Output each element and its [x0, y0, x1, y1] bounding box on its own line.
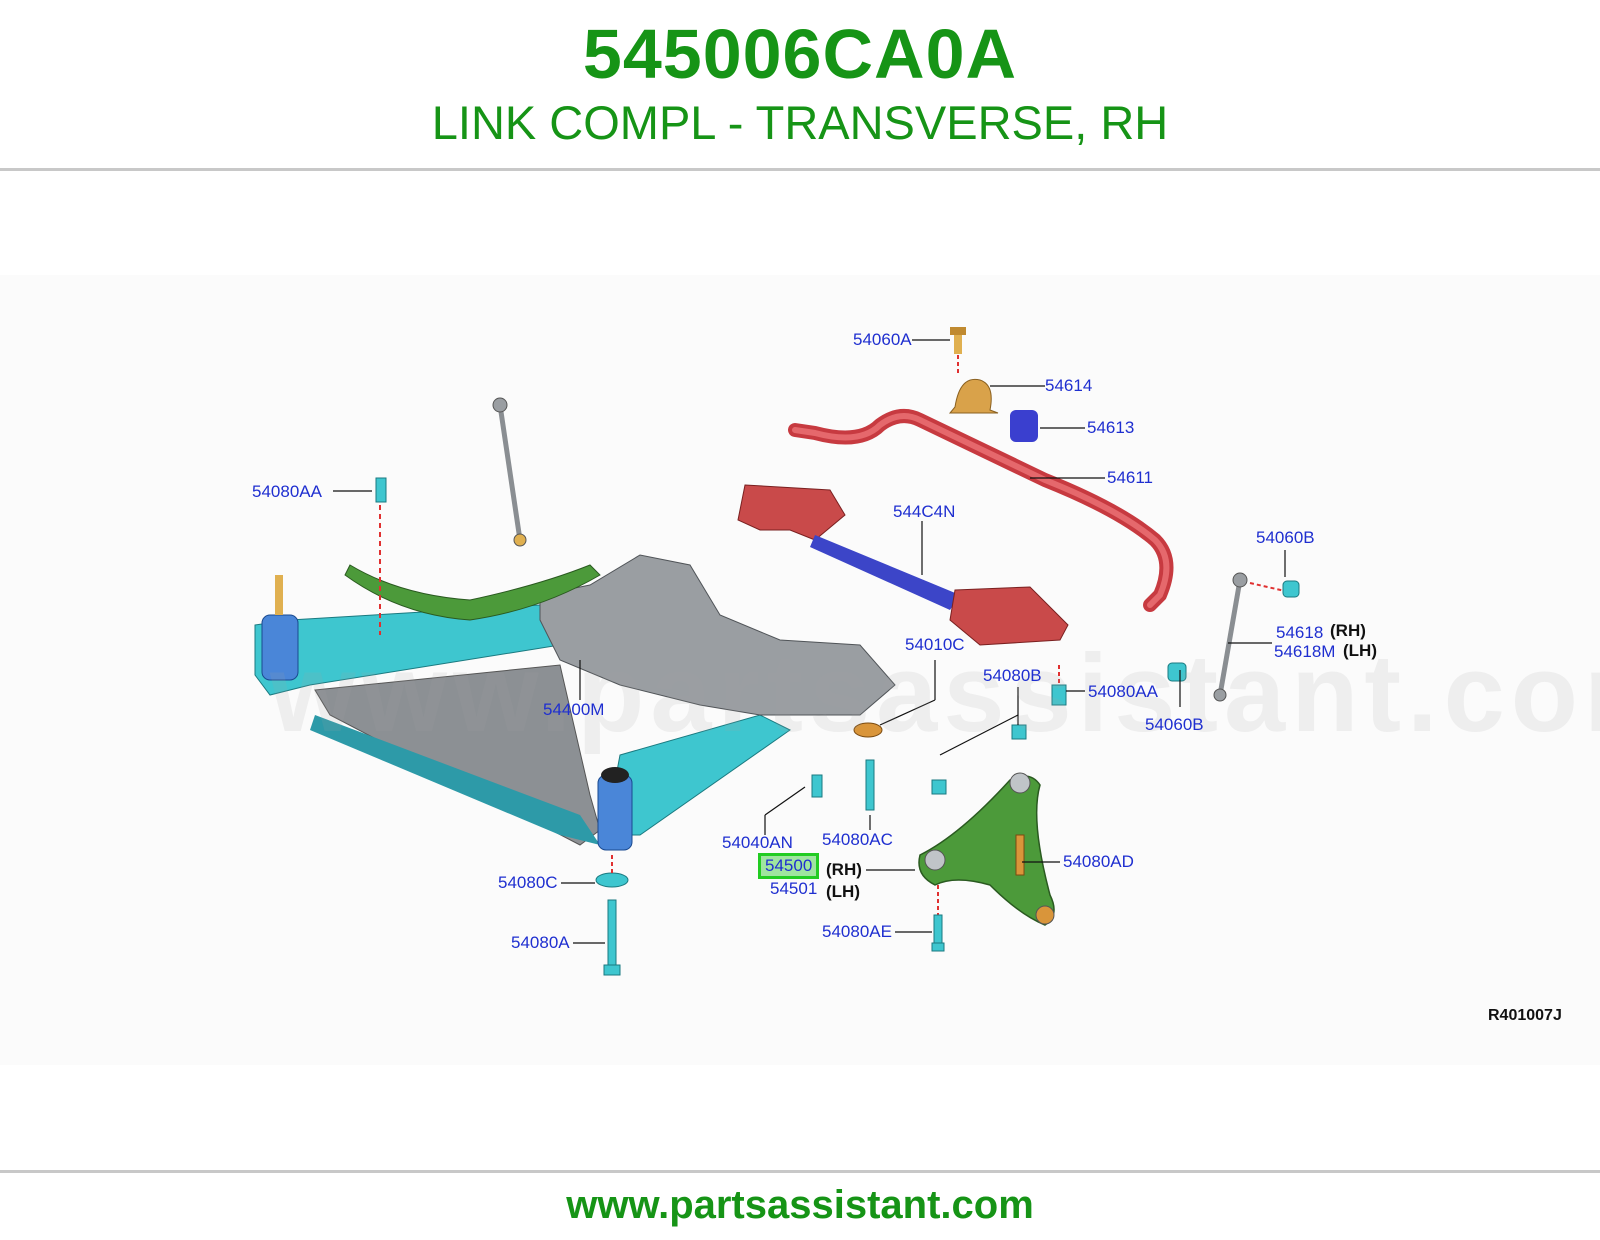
- callout-54080AA-right[interactable]: 54080AA: [1088, 682, 1158, 701]
- side-label-lh-54618M: (LH): [1343, 641, 1377, 660]
- side-label-lh-54501: (LH): [826, 882, 860, 901]
- callout-54080A[interactable]: 54080A: [511, 933, 570, 952]
- callout-54611[interactable]: 54611: [1107, 468, 1154, 487]
- callout-54618[interactable]: 54618: [1276, 623, 1324, 642]
- parts-diagram: www.partsassistant.com 54060A 54614 5461…: [0, 275, 1600, 1065]
- callout-54060A[interactable]: 54060A: [853, 330, 912, 349]
- callout-54501[interactable]: 54501: [770, 879, 818, 898]
- watermark: www.partsassistant.com: [270, 632, 1600, 755]
- callout-54618M[interactable]: 54618M: [1274, 642, 1336, 661]
- callout-54080AE[interactable]: 54080AE: [822, 922, 892, 941]
- subframe-teal-drawing: [254, 604, 561, 696]
- stabilizer-bushing-drawing: [1010, 410, 1038, 442]
- side-label-rh-54500: (RH): [826, 860, 862, 879]
- stabilizer-clamp-drawing: [948, 378, 999, 414]
- callout-54060B-bottom[interactable]: 54060B: [1145, 715, 1204, 734]
- callout-54613[interactable]: 54613: [1087, 418, 1135, 437]
- exploded-view-drawing: [254, 327, 1300, 976]
- diagram-reference-code: R401007J: [1488, 1007, 1562, 1024]
- rear-left-mount-drawing: [597, 774, 633, 851]
- header: 545006CA0A LINK COMPL - TRANSVERSE, RH: [0, 0, 1600, 170]
- header-divider: [0, 168, 1600, 171]
- callout-54080AA-left[interactable]: 54080AA: [252, 482, 322, 501]
- callout-54500-highlighted[interactable]: 54500: [758, 853, 820, 879]
- footer-divider: [0, 1170, 1600, 1173]
- callout-544C4N[interactable]: 544C4N: [893, 502, 956, 521]
- part-description: LINK COMPL - TRANSVERSE, RH: [431, 96, 1169, 149]
- callout-54060B-top[interactable]: 54060B: [1256, 528, 1315, 547]
- side-label-rh-54618: (RH): [1330, 621, 1366, 640]
- callout-54040AN[interactable]: 54040AN: [722, 833, 793, 852]
- footer-website-link[interactable]: www.partsassistant.com: [566, 1183, 1034, 1227]
- callout-54080AC[interactable]: 54080AC: [822, 830, 893, 849]
- callout-54080B[interactable]: 54080B: [983, 666, 1042, 685]
- reinforcement-plate-drawing: [737, 484, 846, 541]
- callout-54614[interactable]: 54614: [1045, 376, 1093, 395]
- callout-54400M[interactable]: 54400M: [543, 700, 605, 719]
- callout-54080C[interactable]: 54080C: [498, 873, 558, 892]
- callout-54080AD[interactable]: 54080AD: [1063, 852, 1134, 871]
- part-number-title: 545006CA0A: [582, 15, 1018, 93]
- callout-54010C[interactable]: 54010C: [905, 635, 965, 654]
